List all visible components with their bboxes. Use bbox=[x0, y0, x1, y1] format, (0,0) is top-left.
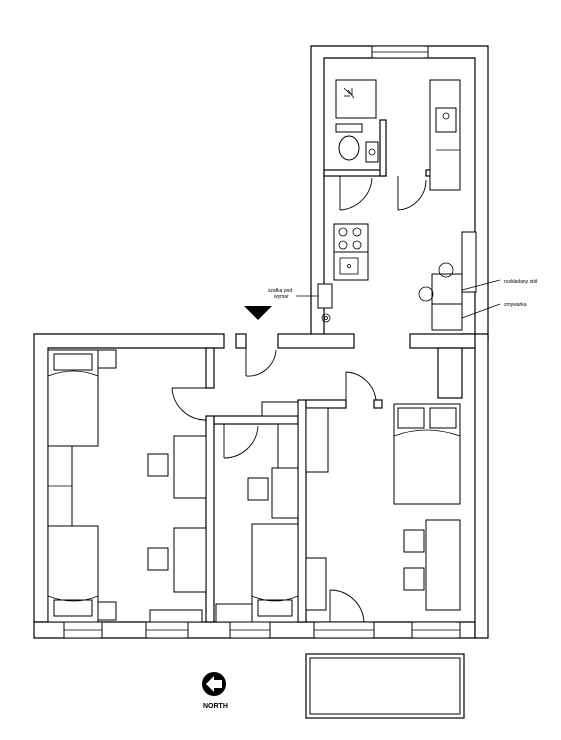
desk-right bbox=[403, 519, 461, 611]
bed-top-left bbox=[47, 349, 117, 447]
wardrobe-left bbox=[47, 445, 73, 527]
leader-lines bbox=[296, 279, 501, 319]
kitchen-counter bbox=[429, 79, 461, 191]
wardrobe-middle bbox=[261, 401, 299, 469]
desk-left-top bbox=[147, 435, 207, 499]
north-arrow-icon bbox=[202, 672, 226, 696]
bed-middle bbox=[215, 523, 299, 623]
balcony bbox=[305, 653, 465, 719]
shower-icon bbox=[335, 79, 377, 119]
doors bbox=[171, 176, 427, 623]
toilet-icon bbox=[335, 123, 363, 161]
folding-table bbox=[418, 231, 477, 305]
stove-icon bbox=[333, 223, 369, 253]
bed-bottom-left bbox=[47, 525, 117, 623]
bed-right bbox=[393, 403, 461, 505]
desk-left-bottom bbox=[147, 527, 207, 593]
desk-middle bbox=[247, 467, 299, 519]
label-szafka-line2: wymar bbox=[274, 294, 289, 300]
kitchen-sink-icon bbox=[333, 251, 369, 281]
label-table: rozkładany stół bbox=[504, 279, 538, 285]
label-szafka-line1: szafka pod bbox=[268, 288, 292, 294]
shelf-left bbox=[149, 609, 203, 623]
label-dishwasher: zmywarka bbox=[504, 302, 527, 308]
washbasin-icon bbox=[365, 141, 379, 163]
dishwasher-icon bbox=[431, 303, 463, 331]
interior-walls bbox=[205, 119, 463, 623]
north-label: NORTH bbox=[203, 703, 228, 710]
entrance-arrow-icon bbox=[244, 306, 272, 320]
cabinet-right bbox=[305, 557, 327, 611]
wardrobe-right bbox=[305, 407, 329, 473]
